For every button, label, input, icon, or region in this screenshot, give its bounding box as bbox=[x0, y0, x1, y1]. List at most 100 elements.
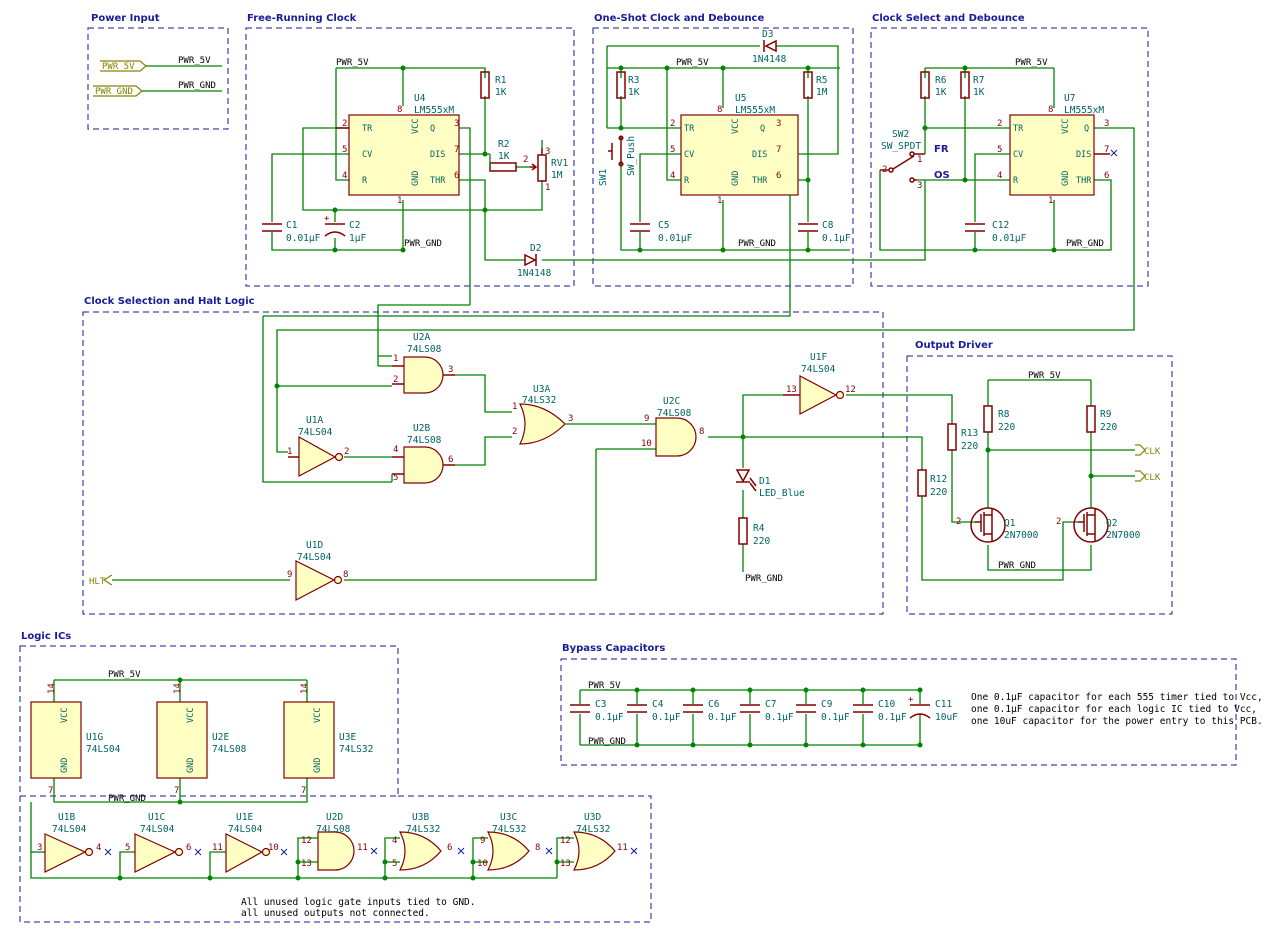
sw2-pin3: 3 bbox=[917, 181, 922, 191]
u4-num-2: 2 bbox=[342, 119, 347, 129]
u2b-ref: U2B bbox=[413, 423, 430, 434]
r9-resistor bbox=[1086, 405, 1096, 433]
r12-value: 220 bbox=[930, 487, 947, 498]
u3e-pin14: 14 bbox=[300, 683, 310, 694]
noconnect-marks bbox=[104, 847, 638, 856]
u5-pin-r: R bbox=[684, 176, 690, 186]
svg-text:10: 10 bbox=[268, 843, 279, 853]
port-pwr5v-label: PWR_5V bbox=[102, 62, 135, 72]
section-title-clock-halt: Clock Selection and Halt Logic bbox=[84, 296, 255, 307]
c12-value: 0.01µF bbox=[992, 233, 1027, 244]
u1g-power-unit bbox=[30, 701, 82, 779]
u2e-power-unit bbox=[156, 701, 208, 779]
r6-value: 1K bbox=[935, 87, 947, 98]
u2c-value: 74LS08 bbox=[657, 408, 692, 419]
u1e-ref: U1E bbox=[236, 812, 253, 823]
d1-led bbox=[735, 469, 757, 492]
svg-text:11: 11 bbox=[617, 843, 628, 853]
section-title-bypass: Bypass Capacitors bbox=[562, 643, 665, 654]
sw1-push-button bbox=[608, 135, 624, 167]
net-pwr5v-bypass: PWR_5V bbox=[588, 681, 621, 691]
rv1-pin2: 2 bbox=[523, 155, 528, 165]
bypass-ref-c6: C6 bbox=[708, 699, 720, 710]
r12-ref: R12 bbox=[930, 474, 947, 485]
q2-value: 2N7000 bbox=[1106, 530, 1141, 541]
clock-select-wiring bbox=[276, 65, 1135, 387]
svg-text:13: 13 bbox=[560, 859, 571, 869]
r2-resistor bbox=[489, 162, 517, 172]
svg-text:3: 3 bbox=[448, 365, 453, 375]
r8-resistor bbox=[983, 405, 993, 433]
u7-pin-r: R bbox=[1013, 176, 1019, 186]
r2-ref: R2 bbox=[498, 139, 509, 150]
bypass-value-c6: 0.1µF bbox=[708, 712, 737, 723]
u3e-pin7: 7 bbox=[301, 786, 306, 796]
net-pwr5v-u5: PWR_5V bbox=[676, 58, 709, 68]
u1a-inverter bbox=[288, 435, 344, 477]
logic-ics-note-1: All unused logic gate inputs tied to GND… bbox=[241, 897, 476, 908]
clk-bar-port-shape bbox=[1135, 470, 1146, 482]
u7-value: LM555xM bbox=[1064, 105, 1104, 116]
d2-diode bbox=[524, 253, 537, 267]
bypass-ref-c10: C10 bbox=[878, 699, 895, 710]
svg-text:5: 5 bbox=[392, 859, 397, 869]
u3b-or-gate bbox=[399, 831, 442, 871]
q2-ref: Q2 bbox=[1106, 518, 1117, 529]
r6-ref: R6 bbox=[935, 75, 947, 86]
net-pwrgnd-led: PWR_GND bbox=[745, 574, 783, 584]
u4-pin-dis: DIS bbox=[430, 150, 445, 160]
u7-num-6: 6 bbox=[1104, 171, 1109, 181]
sw1-ref: SW1 bbox=[598, 169, 609, 186]
u7-num-3: 3 bbox=[1104, 119, 1109, 129]
u4-num-5: 5 bbox=[342, 145, 347, 155]
net-pwr5v-power-input: PWR_5V bbox=[178, 56, 211, 66]
svg-text:8: 8 bbox=[535, 843, 540, 853]
u7-num-5: 5 bbox=[997, 145, 1002, 155]
sw2-pin1: 1 bbox=[917, 155, 922, 165]
u2e-vcc-label: VCC bbox=[186, 708, 196, 723]
u7-pin-q: Q bbox=[1084, 124, 1089, 134]
clk-port-shape bbox=[1135, 444, 1146, 456]
c12-capacitor bbox=[965, 223, 985, 232]
u3c-ref: U3C bbox=[500, 812, 517, 823]
rv1-pin1: 1 bbox=[545, 183, 550, 193]
svg-text:+: + bbox=[324, 214, 330, 224]
c8-capacitor bbox=[798, 223, 818, 232]
net-pwr5v-driver: PWR_5V bbox=[1028, 371, 1061, 381]
u3d-or-gate bbox=[573, 831, 616, 871]
d3-diode bbox=[763, 39, 777, 53]
rv1-ref: RV1 bbox=[551, 158, 568, 169]
u1d-ref: U1D bbox=[306, 540, 323, 551]
r7-resistor bbox=[960, 71, 970, 99]
r13-resistor bbox=[947, 423, 957, 451]
halt-logic-wiring bbox=[112, 304, 953, 581]
c5-capacitor bbox=[630, 223, 650, 232]
u4-num-4: 4 bbox=[342, 171, 347, 181]
u5-pin-dis: DIS bbox=[752, 150, 767, 160]
q2-mosfet bbox=[1073, 507, 1109, 543]
u7-ref: U7 bbox=[1064, 93, 1075, 104]
u7-num-4: 4 bbox=[997, 171, 1002, 181]
svg-text:10: 10 bbox=[477, 859, 488, 869]
u7-pin-dis: DIS bbox=[1076, 150, 1091, 160]
bypass-note-3: one 10uF capacitor for the power entry t… bbox=[971, 716, 1263, 727]
free-clock-wiring bbox=[271, 65, 926, 305]
clk-bar-port-label: CLK bbox=[1144, 473, 1161, 483]
u1g-pin7: 7 bbox=[48, 786, 53, 796]
u7-pin-cv: CV bbox=[1013, 150, 1023, 160]
r8-ref: R8 bbox=[998, 409, 1010, 420]
bypass-ref-c11: C11 bbox=[935, 699, 952, 710]
d2-ref: D2 bbox=[530, 243, 541, 254]
power-input-block bbox=[93, 60, 222, 97]
bypass-note-2: one 0.1µF capacitor for each logic IC ti… bbox=[971, 704, 1257, 715]
bypass-capacitor-c3: C30.1µF bbox=[570, 690, 624, 745]
u7-num-8: 8 bbox=[1048, 105, 1053, 115]
u1f-ref: U1F bbox=[810, 352, 827, 363]
sw2-label-os: OS bbox=[934, 170, 950, 181]
r5-resistor bbox=[803, 71, 813, 99]
svg-text:1: 1 bbox=[393, 354, 398, 364]
svg-text:8: 8 bbox=[699, 427, 704, 437]
section-frames bbox=[19, 27, 1237, 923]
